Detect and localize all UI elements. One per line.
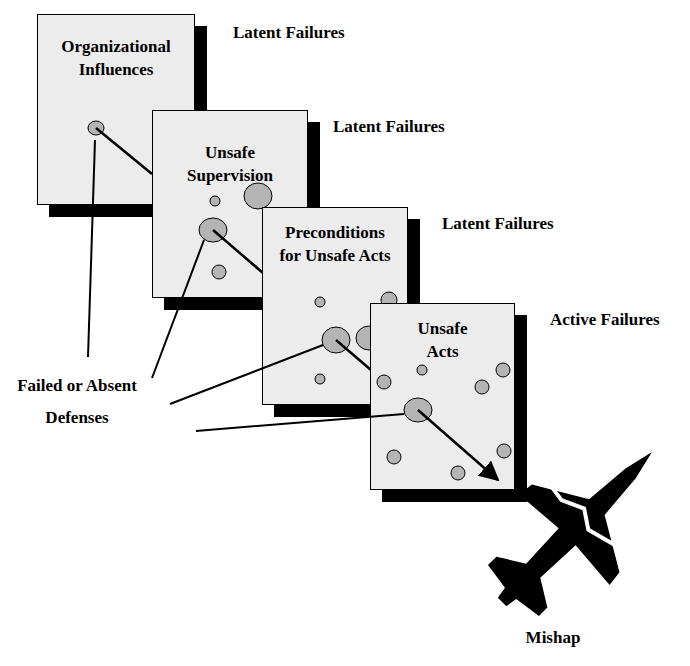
defenses-label: Failed or Absent Defenses — [2, 370, 152, 434]
trajectory-line — [336, 340, 371, 370]
hole — [475, 380, 489, 394]
aircraft-crack — [537, 468, 630, 573]
leader-line — [152, 240, 204, 378]
mishap-label: Mishap — [503, 622, 603, 654]
cheese-slice: Unsafe Acts — [370, 303, 515, 490]
failure-label: Active Failures — [550, 305, 660, 335]
aircraft-silhouette — [488, 452, 652, 616]
trajectory-line — [96, 128, 152, 174]
hole — [315, 297, 325, 307]
hole — [387, 450, 401, 464]
slice-title: Unsafe Supervision — [178, 141, 283, 187]
hole — [212, 265, 226, 279]
hole — [210, 196, 220, 206]
failure-label: Latent Failures — [233, 18, 345, 48]
slice-title: Preconditions for Unsafe Acts — [275, 221, 395, 267]
slice-title: Unsafe Acts — [405, 317, 480, 363]
trajectory-line — [418, 410, 498, 480]
failure-label: Latent Failures — [442, 209, 554, 239]
hole — [244, 183, 272, 209]
hole — [496, 363, 510, 377]
leader-line — [196, 414, 404, 431]
failure-label: Latent Failures — [333, 112, 445, 142]
hole — [377, 375, 391, 389]
leader-line — [170, 345, 323, 404]
trajectory-line — [213, 230, 263, 273]
hole — [315, 374, 325, 384]
slice-title: Organizational Influences — [49, 35, 184, 81]
hole — [451, 466, 465, 480]
hole — [497, 444, 511, 458]
leader-line — [88, 140, 95, 357]
hole — [417, 365, 427, 375]
